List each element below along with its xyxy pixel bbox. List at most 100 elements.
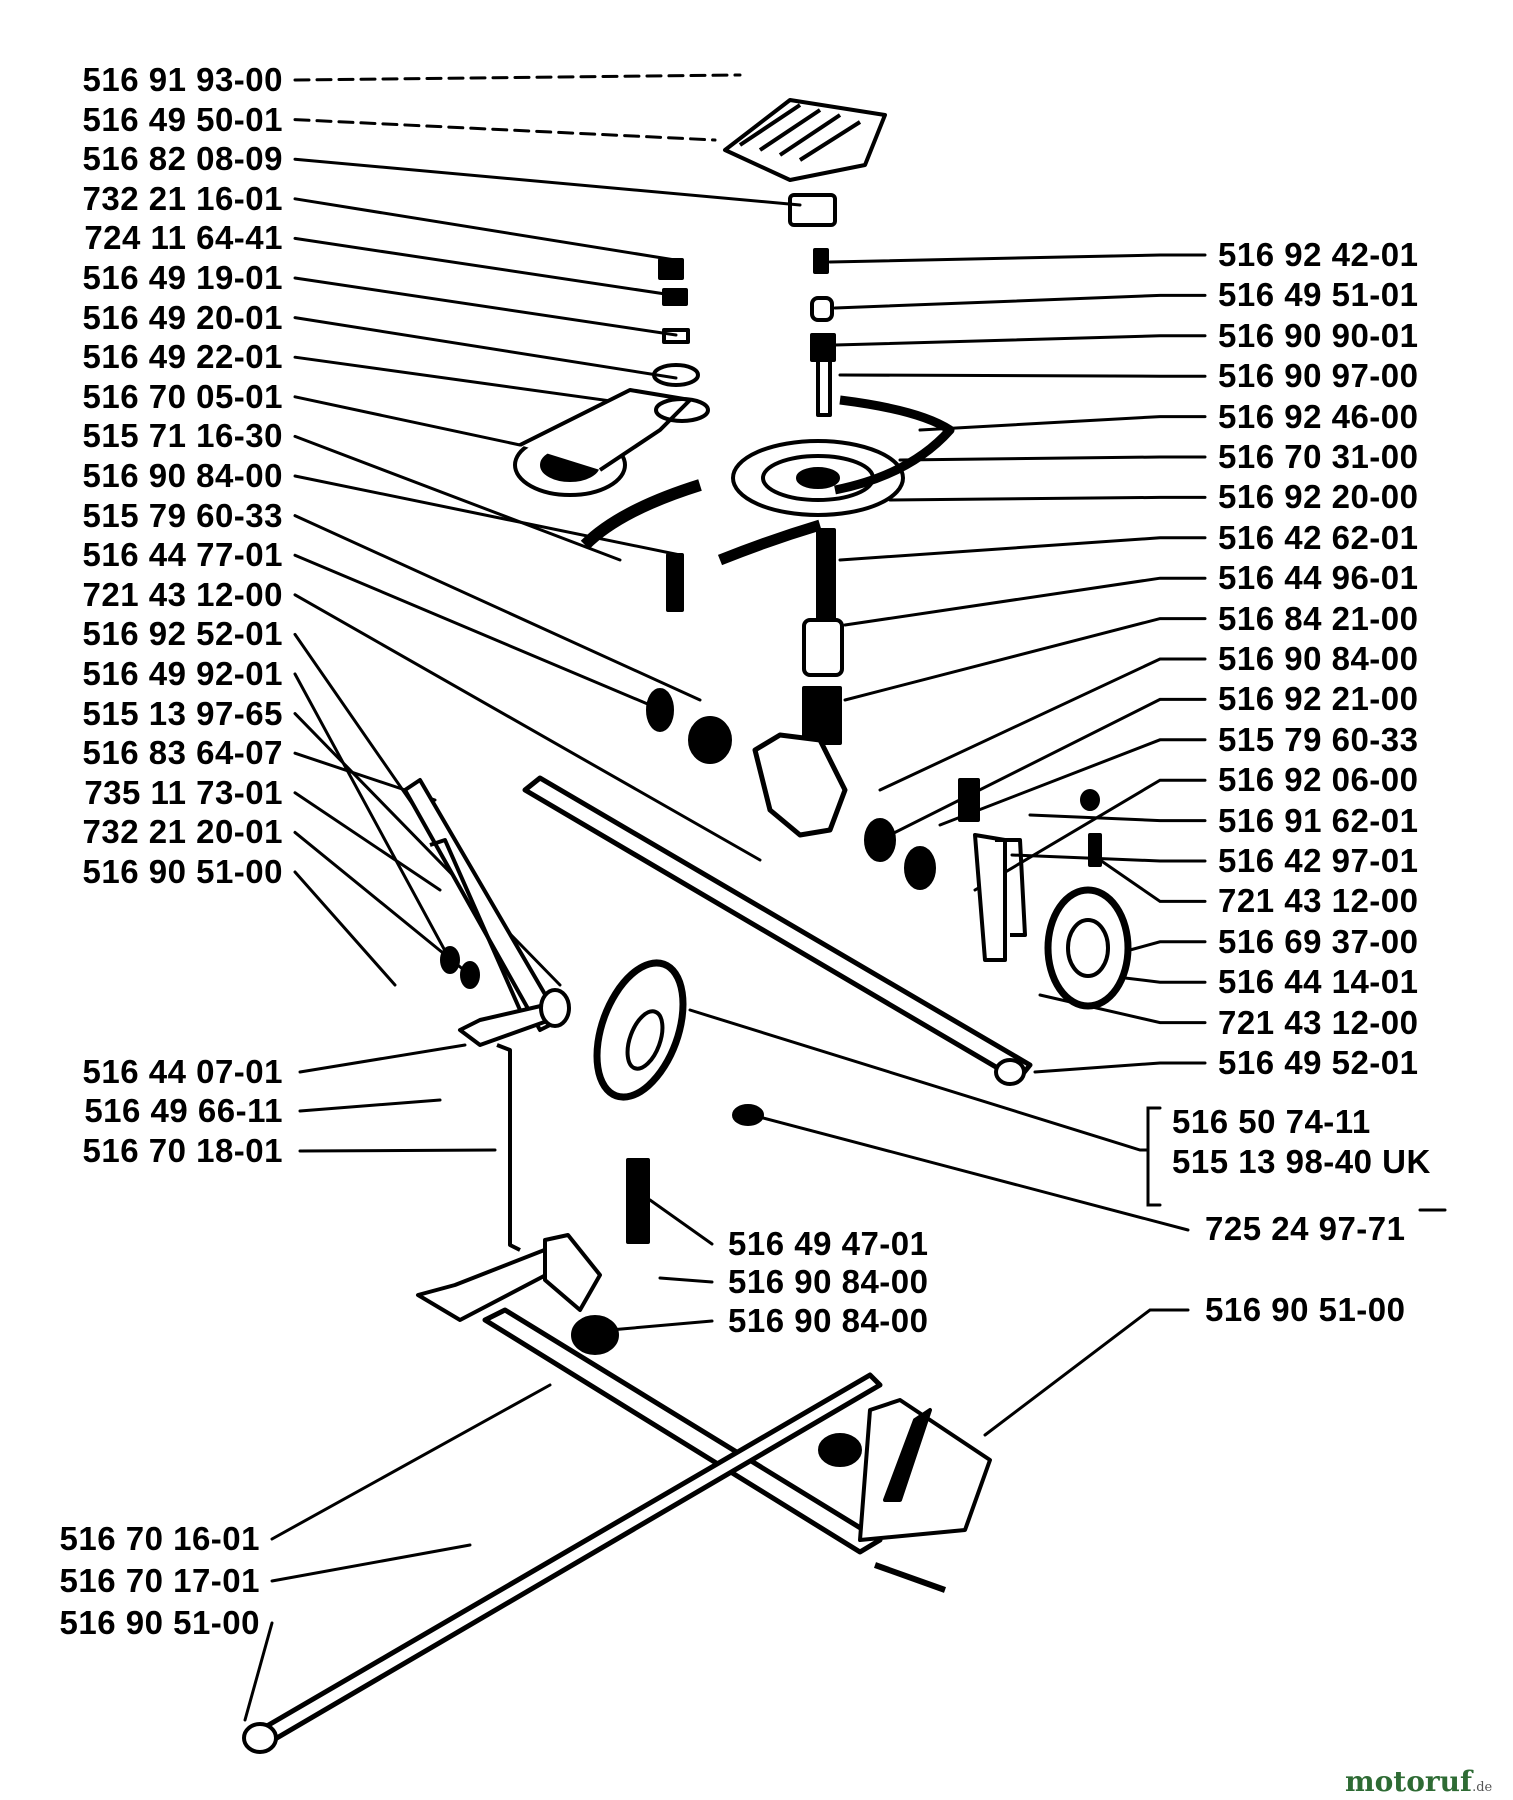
part-number-label: 516 49 50-01 — [82, 100, 283, 138]
part-number-label: 516 49 66-11 — [84, 1092, 283, 1129]
part-number-label: 516 91 62-01 — [1218, 801, 1419, 839]
leader-line — [295, 75, 740, 80]
part-number-label: 515 79 60-33 — [1218, 720, 1419, 758]
leader-line — [272, 1545, 470, 1581]
bracket-label: 516 50 74-11 — [1172, 1103, 1371, 1140]
part-number-label: 516 84 21-00 — [1218, 599, 1419, 637]
part-number-label: 516 49 47-01 — [728, 1225, 929, 1262]
part-number-label: 516 90 51-00 — [1205, 1291, 1406, 1328]
leader-line — [295, 238, 672, 295]
part-number-label: 516 90 84-00 — [728, 1263, 929, 1300]
leader-line — [295, 278, 676, 335]
watermark-main: motoruf — [1345, 1765, 1473, 1798]
part-number-label: 516 91 93-00 — [82, 61, 283, 98]
part-number-label: 516 92 20-00 — [1218, 478, 1419, 516]
part-number-label: 516 92 21-00 — [1218, 680, 1419, 718]
part-number-label: 516 83 64-07 — [82, 734, 283, 772]
part-number-label: 516 90 90-01 — [1218, 316, 1419, 354]
leader-line — [300, 1150, 495, 1151]
leader-line — [295, 199, 675, 260]
part-number-label: 515 71 16-30 — [82, 417, 283, 455]
part-number-label: 735 11 73-01 — [84, 773, 283, 811]
part-number-label: 516 69 37-00 — [1218, 922, 1419, 960]
leader-line — [650, 1200, 712, 1244]
leader-line — [295, 397, 520, 445]
part-number-label: 516 49 19-01 — [82, 259, 283, 296]
leader-line — [1012, 855, 1205, 861]
part-number-label: 516 70 18-01 — [82, 1132, 283, 1169]
part-number-label: 516 70 16-01 — [59, 1520, 260, 1557]
part-number-label: 515 79 60-33 — [82, 496, 283, 534]
part-number-label: 732 21 16-01 — [82, 179, 283, 217]
leader-line — [295, 318, 676, 378]
part-number-label: 721 43 12-00 — [1218, 882, 1419, 920]
part-number-label: 724 11 64-41 — [84, 219, 283, 257]
part-number-label: 516 92 52-01 — [82, 615, 283, 653]
leader-line — [300, 1045, 465, 1072]
part-number-label: 516 42 97-01 — [1218, 842, 1419, 879]
leader-line — [840, 375, 1205, 376]
leader-line — [295, 120, 715, 140]
leader-line — [890, 497, 1205, 500]
leader-line — [845, 578, 1205, 625]
leader-line — [1100, 860, 1205, 901]
leader-line — [880, 659, 1205, 790]
watermark-tld: .de — [1472, 1780, 1493, 1795]
part-number-label: 516 90 84-00 — [728, 1302, 929, 1339]
leader-line — [900, 457, 1205, 460]
leader-line — [920, 417, 1205, 430]
part-number-label: 516 49 20-01 — [82, 298, 283, 336]
leader-line — [295, 832, 470, 975]
leader-line — [295, 476, 680, 555]
mechanical-parts — [244, 100, 1128, 1752]
part-number-label: 516 70 17-01 — [59, 1562, 260, 1599]
leader-line — [295, 516, 700, 700]
part-number-label: 516 82 08-09 — [82, 140, 283, 178]
part-number-label: 516 92 42-01 — [1218, 236, 1419, 273]
part-number-label: 516 90 84-00 — [1218, 640, 1419, 677]
part-number-label: 516 49 22-01 — [82, 338, 283, 376]
part-number-label: 516 44 07-01 — [82, 1053, 283, 1090]
leader-line — [830, 255, 1205, 262]
leader-line — [1030, 815, 1205, 821]
leader-line — [660, 1278, 712, 1282]
leader-line — [295, 793, 440, 890]
leader-line — [295, 555, 650, 705]
leader-line — [245, 1623, 272, 1720]
leader-line — [295, 595, 760, 860]
part-number-label: 516 42 62-01 — [1218, 518, 1419, 556]
part-number-label: 721 43 12-00 — [1218, 1003, 1419, 1041]
leader-line — [835, 336, 1205, 345]
part-number-label: 516 90 84-00 — [82, 457, 283, 494]
part-number-label: 516 90 51-00 — [82, 853, 283, 890]
part-number-label: 516 70 31-00 — [1218, 438, 1419, 475]
leader-line — [272, 1385, 550, 1539]
leader-line — [840, 538, 1205, 560]
bracket-label: 515 13 98-40 UK — [1172, 1143, 1431, 1180]
part-number-label: 516 44 96-01 — [1218, 559, 1419, 597]
leader-line — [845, 619, 1205, 700]
leader-line — [940, 740, 1205, 825]
part-number-label: 516 90 51-00 — [59, 1604, 260, 1641]
leader-line — [295, 674, 450, 960]
leader-line — [835, 295, 1205, 308]
leader-line — [752, 1115, 1188, 1230]
leader-line — [295, 159, 800, 205]
part-number-label: 516 90 97-00 — [1218, 357, 1419, 395]
leader-line — [1130, 942, 1205, 950]
part-number-label: 725 24 97-71 — [1205, 1210, 1406, 1247]
part-number-label: 516 70 05-01 — [82, 377, 283, 415]
part-number-label: 516 92 06-00 — [1218, 761, 1419, 799]
leader-line — [690, 1010, 1148, 1150]
part-number-label: 516 49 52-01 — [1218, 1044, 1419, 1081]
leader-line — [985, 1310, 1188, 1435]
part-number-label: 732 21 20-01 — [82, 813, 283, 851]
leader-line — [610, 1321, 712, 1330]
part-number-label: 515 13 97-65 — [82, 694, 283, 732]
leader-line — [300, 1100, 440, 1111]
leader-line — [295, 714, 560, 985]
leader-line — [1148, 1108, 1160, 1205]
part-number-label: 516 44 14-01 — [1218, 963, 1419, 1001]
part-number-label: 516 49 92-01 — [82, 655, 283, 692]
